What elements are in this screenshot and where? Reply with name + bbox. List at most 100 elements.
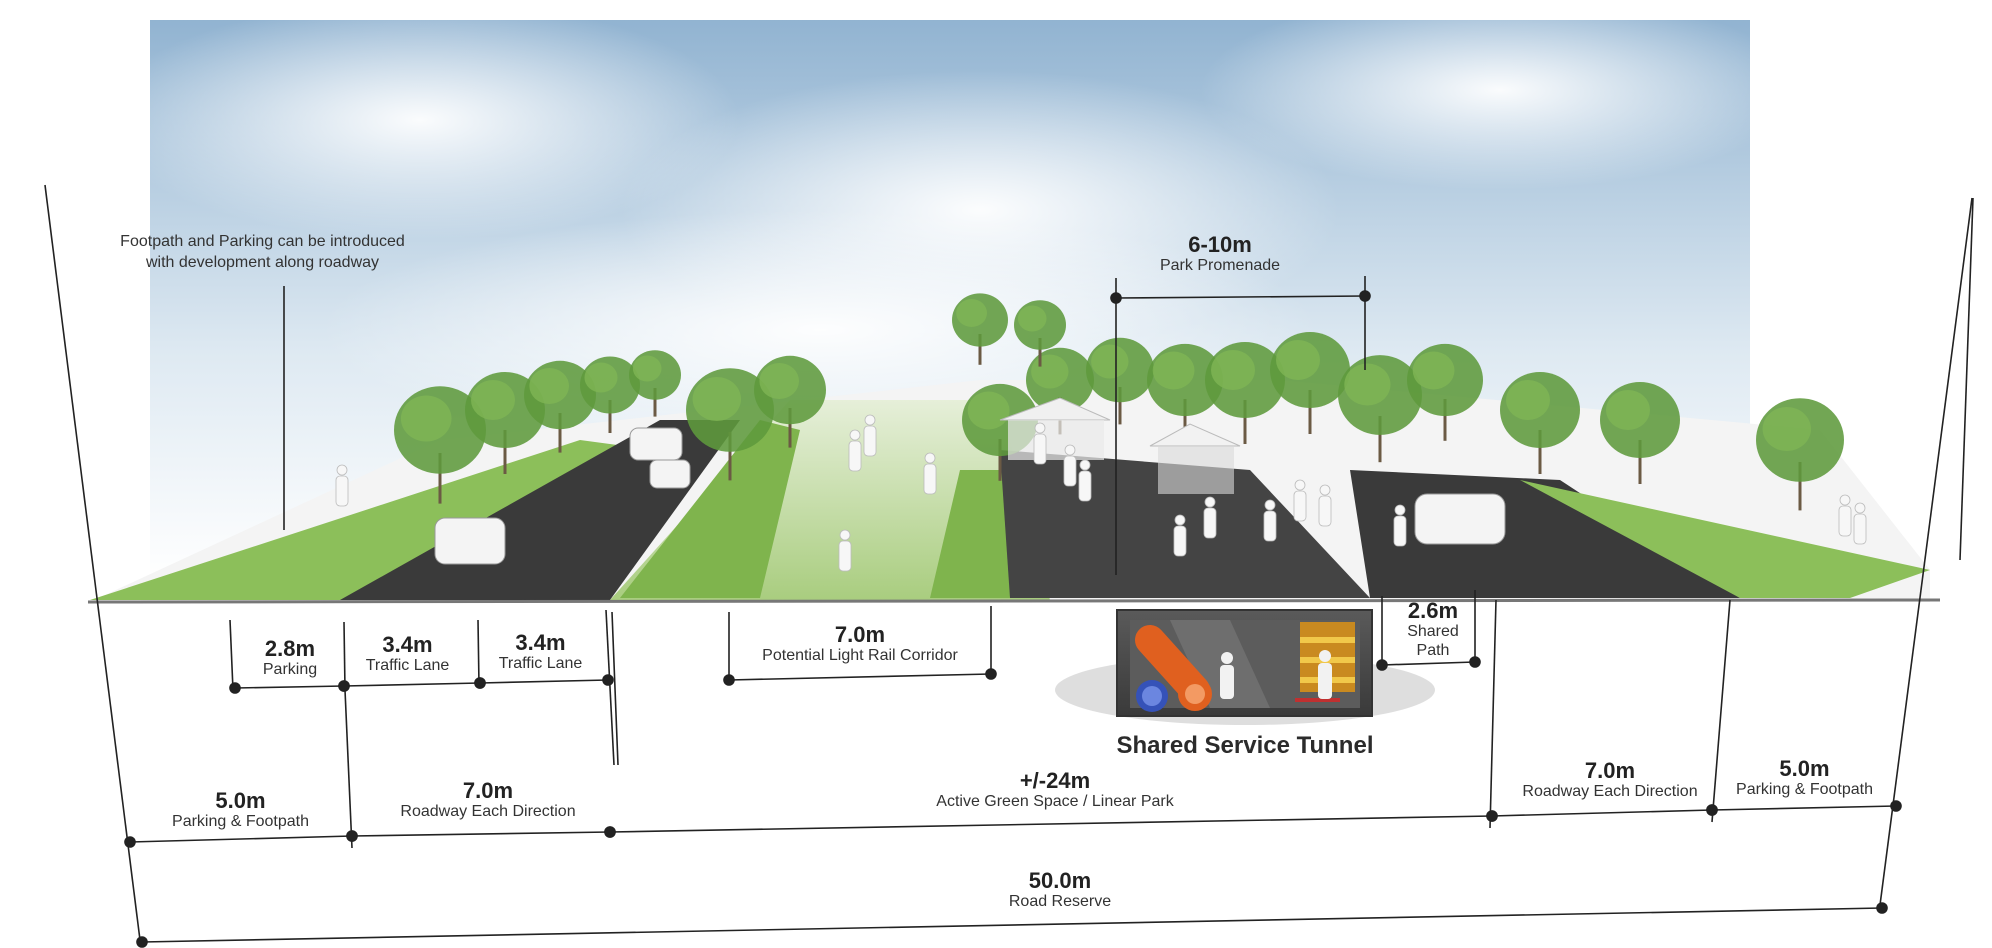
tree — [629, 350, 681, 417]
person-silhouette — [1318, 484, 1332, 527]
tree — [394, 386, 486, 504]
tree — [1205, 342, 1285, 444]
dim-value: 3.4m — [382, 632, 433, 657]
dim-tick — [605, 609, 615, 766]
tunnel-title: Shared Service Tunnel — [1116, 732, 1374, 759]
person-silhouette — [1078, 459, 1092, 502]
dim-tick — [1711, 599, 1731, 823]
person-silhouette — [1063, 444, 1077, 487]
dim-caption: Road Reserve — [1008, 893, 1112, 911]
person-silhouette — [1033, 422, 1047, 465]
dim-label-parking-footpath-right: 5.0m Parking & Footpath — [1712, 756, 1897, 800]
person-silhouette — [1263, 499, 1277, 542]
tree — [1600, 382, 1680, 484]
dim-caption: Park Promenade — [1159, 257, 1281, 275]
dim-tick — [344, 689, 353, 849]
dim-label-parking-footpath-left: 5.0m Parking & Footpath — [148, 788, 333, 832]
dim-value: 5.0m — [1779, 756, 1830, 781]
dim-label-parking: 2.8m Parking — [240, 636, 340, 680]
person-silhouette — [923, 452, 937, 495]
dim-line-parking — [229, 680, 350, 694]
dim-tick — [1489, 599, 1497, 829]
dim-caption: Traffic Lane — [365, 657, 450, 675]
dim-value: 7.0m — [1584, 758, 1636, 783]
service-tunnel — [1055, 609, 1435, 725]
blue-pipe — [1136, 680, 1168, 712]
dim-caption: Potential Light Rail Corridor — [762, 647, 958, 665]
person-silhouette — [1838, 494, 1852, 537]
tree — [686, 368, 774, 481]
dim-caption: Roadway Each Direction — [1522, 783, 1698, 801]
dim-value: 7.0m — [834, 622, 886, 647]
dim-line-traffic-lane-2 — [474, 674, 614, 689]
dim-tick — [343, 621, 346, 691]
person-silhouette — [838, 529, 852, 572]
orange-pipe — [1135, 625, 1212, 711]
cars — [434, 427, 1506, 565]
tree — [1338, 355, 1422, 463]
tree — [1086, 337, 1154, 425]
tree — [524, 360, 596, 453]
dim-line-parking-footpath-left — [124, 830, 358, 848]
tree — [1147, 343, 1223, 441]
dim-caption: Parking — [262, 661, 318, 679]
dim-value: 3.4m — [515, 630, 566, 655]
dim-line-light-rail — [723, 668, 997, 686]
dim-line-roadway-right — [1486, 804, 1718, 822]
market-tents — [999, 397, 1241, 494]
dim-line-green-space — [604, 810, 1498, 838]
development-note-line1: Footpath and Parking can be introduced — [120, 233, 405, 250]
dim-tick — [229, 619, 234, 691]
dim-value: 6-10m — [1188, 232, 1252, 257]
person-silhouette — [1393, 504, 1407, 547]
trees — [394, 293, 1844, 511]
dim-line-parking-footpath-right — [1706, 800, 1902, 816]
dim-label-roadway-right: 7.0m Roadway Each Direction — [1500, 758, 1720, 802]
dim-value: 2.6m — [1407, 598, 1459, 623]
tree — [580, 356, 640, 433]
tree — [1014, 300, 1066, 367]
dim-label-light-rail: 7.0m Potential Light Rail Corridor — [730, 622, 990, 666]
people — [335, 414, 1867, 572]
dim-value: 2.8m — [264, 636, 316, 661]
tree — [754, 355, 826, 448]
person-silhouette — [863, 414, 877, 457]
tree — [1756, 398, 1844, 511]
right-verge-grass — [1520, 480, 1930, 598]
dim-label-traffic-lane-1: 3.4m Traffic Lane — [345, 632, 470, 676]
dim-tick — [611, 611, 619, 766]
ground-plane — [87, 380, 1941, 604]
dim-caption: Parking & Footpath — [1736, 781, 1873, 799]
person-silhouette — [1293, 479, 1307, 522]
person-silhouette — [335, 464, 349, 507]
dim-caption-1: Shared — [1407, 623, 1459, 641]
dim-label-green-space: +/-24m Active Green Space / Linear Park — [905, 768, 1205, 812]
dimension-lines — [124, 276, 1902, 948]
person-silhouette — [1203, 496, 1217, 539]
dim-caption: Active Green Space / Linear Park — [936, 793, 1174, 811]
dim-caption: Parking & Footpath — [172, 813, 309, 831]
dim-tick — [477, 619, 480, 687]
dim-value: 7.0m — [462, 778, 514, 803]
development-note: Footpath and Parking can be introduced w… — [95, 232, 430, 274]
dim-line-traffic-lane-1 — [338, 677, 486, 692]
dim-value: 50.0m — [1028, 868, 1092, 893]
tree — [1407, 343, 1483, 441]
development-note-line2: with development along roadway — [145, 253, 380, 271]
dim-caption: Traffic Lane — [498, 655, 583, 673]
person-silhouette — [848, 429, 862, 472]
dim-label-park-promenade: 6-10m Park Promenade — [1120, 232, 1320, 276]
dim-label-roadway-left: 7.0m Roadway Each Direction — [378, 778, 598, 822]
dim-line-road-reserve — [136, 902, 1888, 948]
left-verge-grass — [90, 440, 640, 600]
tunnel-workers — [1220, 650, 1332, 699]
dim-caption: Roadway Each Direction — [400, 803, 576, 821]
dim-label-road-reserve: 50.0m Road Reserve — [960, 868, 1160, 912]
dim-caption-2: Path — [1416, 641, 1450, 659]
median-grass-left — [620, 420, 800, 598]
person-silhouette — [1853, 502, 1867, 545]
dim-label-traffic-lane-2: 3.4m Traffic Lane — [478, 630, 603, 674]
park-promenade-plaza — [1000, 450, 1370, 598]
dim-line-roadway-left — [346, 826, 616, 842]
